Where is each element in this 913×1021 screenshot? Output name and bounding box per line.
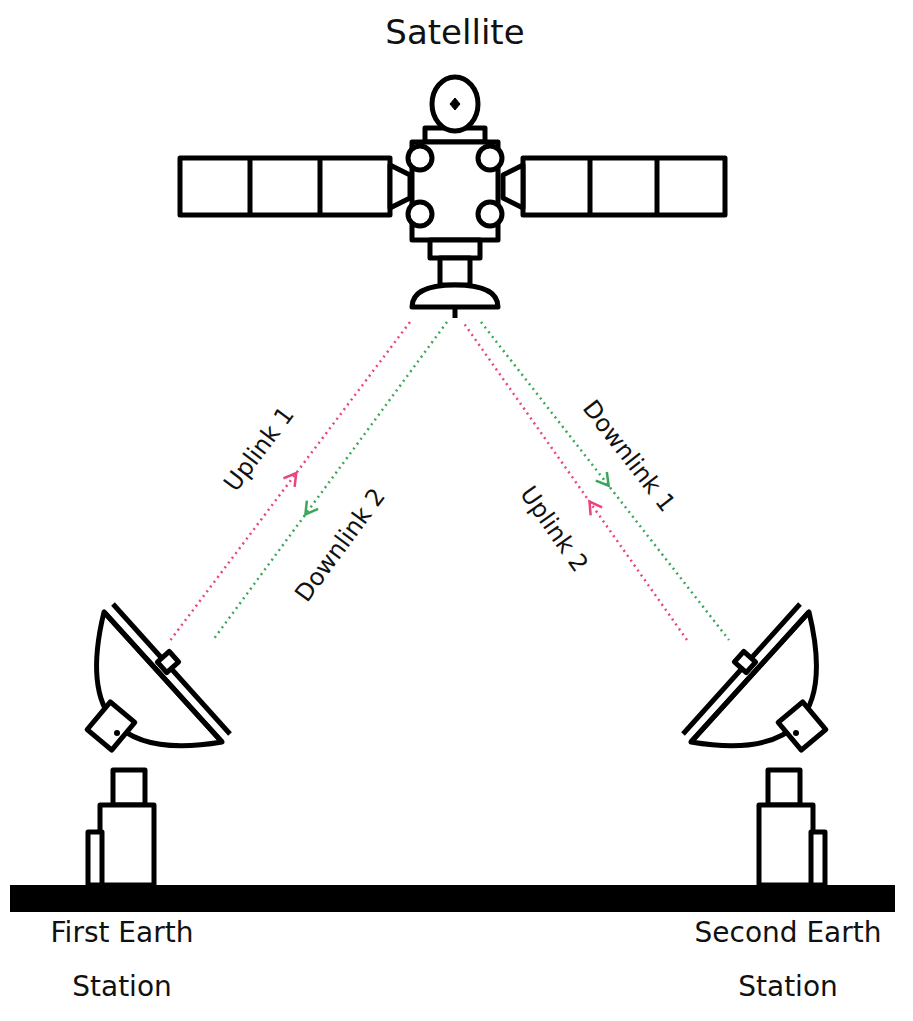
link-label-holder: Uplink 2 xyxy=(514,481,593,577)
link-label: Downlink 2 xyxy=(289,483,391,607)
link-label-holder: Uplink 1 xyxy=(218,402,299,497)
downlink-connector xyxy=(213,322,447,640)
arrowhead xyxy=(283,473,296,487)
dish-antenna xyxy=(683,604,826,885)
satellite-drawing xyxy=(180,77,725,318)
arrowhead xyxy=(589,502,602,516)
downlink-connector xyxy=(481,322,729,640)
arrowhead xyxy=(305,501,318,515)
ground-bar xyxy=(10,885,895,912)
dotted-line xyxy=(481,322,729,640)
dotted-line xyxy=(213,322,447,640)
uplink-connector xyxy=(463,322,687,640)
link-label: Downlink 1 xyxy=(577,394,681,516)
node-label: First Earth Station xyxy=(0,906,246,1014)
link-label-holder: Downlink 1 xyxy=(577,394,681,516)
link-label-holder: Downlink 2 xyxy=(289,483,391,607)
arrowhead xyxy=(596,472,609,486)
dish-antenna xyxy=(87,604,230,885)
dotted-line xyxy=(463,322,687,640)
link-label: Uplink 2 xyxy=(514,481,593,577)
node-label: Satellite xyxy=(385,10,524,54)
dotted-line xyxy=(171,322,411,640)
node-label: Second Earth Station xyxy=(664,906,912,1014)
link-label: Uplink 1 xyxy=(218,402,299,497)
satellite-node: Satellite xyxy=(175,0,735,322)
uplink-connector xyxy=(171,322,411,640)
earth-station-node: Second Earth Station xyxy=(664,640,912,1018)
earth-station-node: First Earth Station xyxy=(0,640,246,1018)
